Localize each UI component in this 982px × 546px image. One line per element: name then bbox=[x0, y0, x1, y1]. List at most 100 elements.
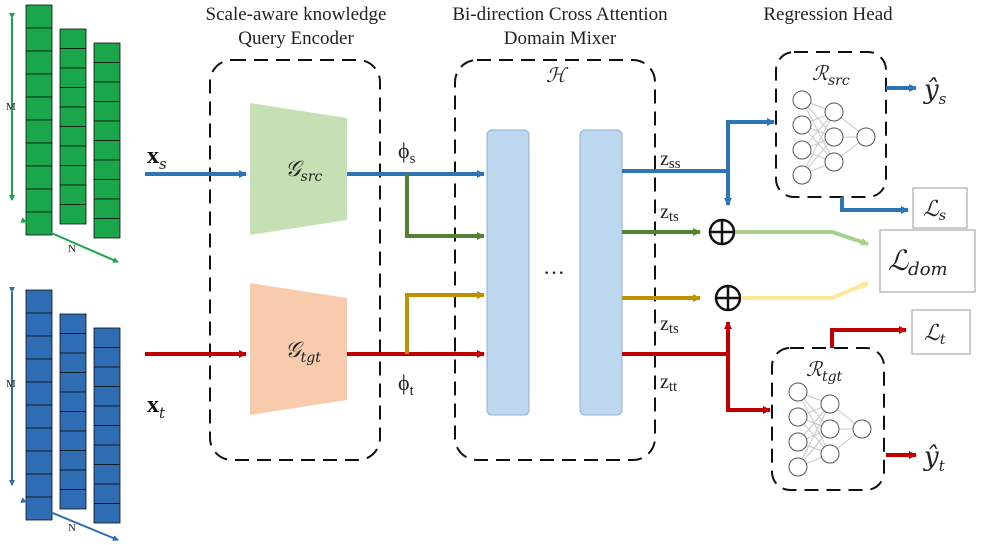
target-head-node bbox=[820, 394, 840, 414]
target-matrix-cell bbox=[93, 464, 121, 485]
z-ss-label: zss bbox=[660, 148, 681, 172]
loss-t-box bbox=[911, 309, 971, 355]
target-matrix-cell bbox=[59, 352, 87, 373]
source-matrix-cell bbox=[25, 188, 53, 213]
target-matrix-cell bbox=[93, 347, 121, 368]
target-matrix-stack bbox=[25, 289, 121, 524]
source-head-input-arrow bbox=[726, 118, 775, 171]
head-title: Regression Head bbox=[763, 4, 893, 25]
source-matrix-cell bbox=[59, 106, 87, 127]
z-ts-top-label: zts bbox=[660, 201, 679, 225]
loss-s-box bbox=[912, 187, 968, 229]
target-head-node bbox=[788, 382, 808, 402]
y-t-label: ŷt bbox=[923, 442, 946, 475]
encoder-title-line1: Scale-aware knowledge bbox=[206, 4, 387, 25]
source-matrix-cell bbox=[93, 81, 121, 102]
target-matrix-cell bbox=[59, 333, 87, 354]
target-head-node bbox=[788, 457, 808, 477]
source-matrix-cell bbox=[59, 204, 87, 225]
source-matrix-cell bbox=[25, 50, 53, 75]
target-head-edge bbox=[797, 403, 831, 468]
source-matrix-cell bbox=[25, 119, 53, 144]
target-n-label: N bbox=[68, 522, 76, 534]
mixer-title-line1: Bi-direction Cross Attention bbox=[452, 4, 668, 25]
sum-top-to-ldom-arrow bbox=[735, 230, 869, 246]
source-head-node bbox=[856, 127, 876, 147]
target-matrix-cell bbox=[59, 391, 87, 412]
source-matrix-stack bbox=[25, 4, 121, 239]
source-encoder-label: 𝒢src bbox=[285, 157, 323, 185]
target-matrix-cell bbox=[25, 289, 53, 314]
source-head-label: ℛsrc bbox=[812, 61, 850, 89]
source-matrix-cell bbox=[25, 96, 53, 121]
mixer-block-right bbox=[579, 129, 623, 416]
source-n-dimension-arrow bbox=[20, 217, 119, 263]
target-head-network bbox=[788, 382, 872, 477]
z-ss-arrow bbox=[622, 169, 732, 206]
phi-t-cross-arrow bbox=[405, 291, 485, 354]
target-n-dimension-arrow bbox=[20, 497, 119, 541]
source-matrix-cell bbox=[25, 142, 53, 167]
source-head-node bbox=[824, 152, 844, 172]
target-matrix-cell bbox=[25, 427, 53, 452]
target-matrix-cell bbox=[93, 366, 121, 387]
source-n-label: N bbox=[68, 243, 76, 255]
source-input-matrices: M N bbox=[6, 4, 121, 263]
target-matrix-cell bbox=[93, 405, 121, 426]
source-matrix-cell bbox=[93, 101, 121, 122]
target-encoder-block bbox=[250, 283, 347, 415]
loss-s-label: ℒs bbox=[923, 197, 946, 224]
target-matrix-cell bbox=[25, 473, 53, 498]
target-matrix-cell bbox=[59, 469, 87, 490]
x-s-label: xs bbox=[147, 143, 167, 173]
source-head-node bbox=[792, 140, 812, 160]
z-tt-label: ztt bbox=[660, 371, 678, 395]
source-head-edge bbox=[801, 111, 835, 176]
sum-bottom-to-ldom-arrow bbox=[741, 281, 869, 300]
target-matrix-cell bbox=[25, 335, 53, 360]
phi-s-cross-arrow bbox=[405, 174, 485, 240]
target-matrix-cell bbox=[93, 425, 121, 446]
encoder-title-line2: Query Encoder bbox=[238, 28, 354, 49]
target-matrix-cell bbox=[93, 386, 121, 407]
target-matrix-cell bbox=[25, 358, 53, 383]
mixer-h-symbol: ℋ bbox=[546, 63, 569, 87]
encoder-dashed-box bbox=[209, 59, 381, 461]
target-matrix-cell bbox=[93, 444, 121, 465]
source-m-label: M bbox=[6, 101, 16, 113]
target-matrix-cell bbox=[25, 381, 53, 406]
source-matrix-cell bbox=[25, 4, 53, 29]
source-head-dashed-box bbox=[775, 51, 887, 198]
target-head-dashed-box bbox=[771, 347, 885, 491]
source-matrix-cell bbox=[93, 140, 121, 161]
source-matrix-cell bbox=[25, 73, 53, 98]
source-matrix-cell bbox=[59, 87, 87, 108]
source-head-node bbox=[824, 102, 844, 122]
loss-dom-label: ℒdom bbox=[888, 244, 948, 280]
source-matrix-cell bbox=[93, 62, 121, 83]
z-ts-bottom-label: zts bbox=[660, 313, 679, 337]
target-matrix-cell bbox=[59, 372, 87, 393]
source-matrix-cell bbox=[93, 179, 121, 200]
source-matrix-cell bbox=[59, 165, 87, 186]
phi-s-label: ϕs bbox=[398, 138, 416, 167]
target-matrix-cell bbox=[59, 450, 87, 471]
source-head-node bbox=[792, 165, 812, 185]
source-matrix-cell bbox=[59, 126, 87, 147]
target-matrix-cell bbox=[25, 450, 53, 475]
target-input-matrices: M N bbox=[6, 287, 121, 541]
mixer-title-line2: Domain Mixer bbox=[504, 28, 617, 49]
source-matrix-cell bbox=[93, 198, 121, 219]
target-m-label: M bbox=[6, 378, 16, 390]
source-matrix-cell bbox=[25, 165, 53, 190]
source-head-node bbox=[792, 90, 812, 110]
source-matrix-cell bbox=[59, 28, 87, 49]
target-matrix-cell bbox=[59, 430, 87, 451]
mixer-dashed-box bbox=[454, 59, 656, 461]
target-matrix-cell bbox=[59, 411, 87, 432]
target-head-to-lt-arrow bbox=[830, 326, 907, 348]
mixer-ellipsis: ··· bbox=[543, 260, 565, 285]
source-matrix-cell bbox=[59, 184, 87, 205]
